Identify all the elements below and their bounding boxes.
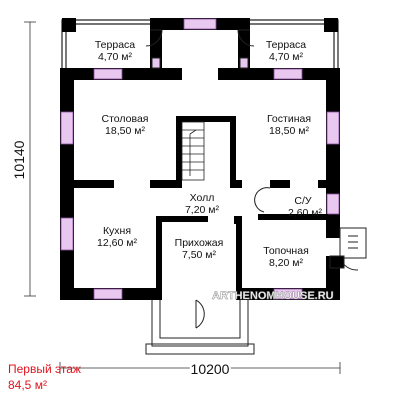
room-area: 18,50 м²: [269, 125, 309, 137]
window: [273, 68, 303, 80]
window: [93, 288, 123, 300]
staircase: [181, 121, 205, 181]
room-area: 2,60 м²: [288, 207, 323, 219]
floor-title: Первый этаж: [8, 362, 81, 376]
room-area: 4,70 м²: [269, 51, 304, 63]
room-name: Холл: [190, 192, 215, 204]
room-name: Терраса: [95, 39, 135, 51]
window: [93, 68, 123, 80]
room-name: Топочная: [263, 245, 309, 257]
room-area: 7,50 м²: [182, 249, 217, 261]
terrace-doors: [145, 29, 255, 69]
room-name: Терраса: [266, 39, 306, 51]
window: [60, 111, 74, 145]
window: [273, 288, 303, 300]
window: [326, 193, 340, 215]
wall-terrace-left-end: [62, 18, 76, 32]
room-name: Столовая: [102, 113, 149, 125]
room-name: С/У: [294, 195, 312, 207]
room-area: 18,50 м²: [105, 125, 145, 137]
main-entrance-porch: [145, 299, 255, 355]
window: [326, 111, 340, 145]
windows: [60, 18, 340, 300]
interior-walls: [74, 116, 328, 300]
room-name: Гостиная: [267, 113, 311, 125]
dimension-lines: [24, 21, 341, 374]
room-area: 4,70 м²: [98, 51, 133, 63]
floor-total-area: 84,5 м²: [8, 378, 47, 392]
window: [60, 217, 74, 251]
room-area: 7,20 м²: [185, 204, 220, 216]
dimension-width-label: 10200: [191, 361, 230, 377]
room-name: Прихожая: [175, 237, 224, 249]
room-area: 8,20 м²: [269, 257, 304, 269]
dimension-height-label: 10140: [11, 140, 27, 179]
side-entrance: [329, 227, 367, 271]
wall-terrace-right-end: [324, 18, 338, 32]
room-name: Кухня: [103, 225, 131, 237]
window: [183, 18, 217, 30]
watermark: ARTHENOMHOUSE.RU: [212, 290, 334, 302]
room-area: 12,60 м²: [97, 237, 137, 249]
bathroom-door: [254, 187, 271, 213]
